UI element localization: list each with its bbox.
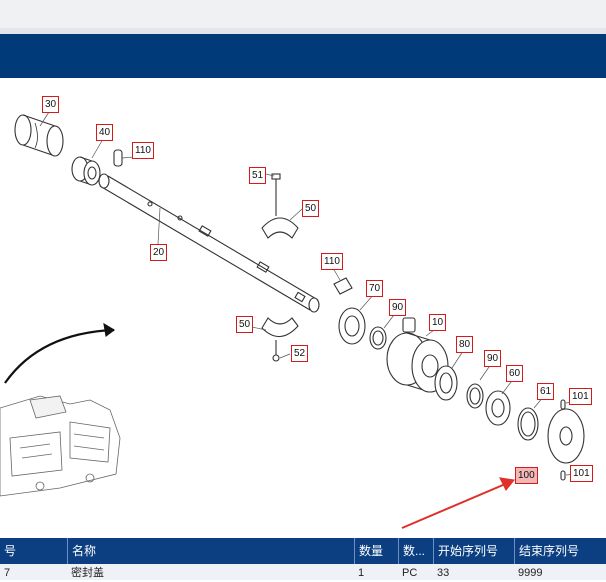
callout-90-a[interactable]: 90 (389, 299, 407, 316)
part-100-end-cap (547, 408, 585, 464)
header-name[interactable]: 名称 (67, 538, 354, 564)
part-40-bushing (71, 156, 101, 186)
table-row[interactable]: 7 密封盖 1 PC 33 9999 (0, 564, 606, 580)
part-80-bearing (434, 365, 458, 401)
part-60-lock-nut (485, 390, 511, 426)
cell-name: 密封盖 (71, 567, 104, 579)
page-header-bar (0, 34, 606, 78)
callout-110-top[interactable]: 110 (132, 142, 154, 159)
callout-51[interactable]: 51 (249, 167, 267, 184)
cell-item-number: 7 (4, 567, 11, 579)
part-110-pin-top (113, 149, 123, 167)
machine-sketch (0, 395, 121, 497)
cell-unit: PC (402, 567, 418, 579)
part-30-sleeve (14, 114, 64, 157)
parts-table-header: 号 名称 数量 数... 开始序列号 结束序列号 (0, 538, 606, 564)
header-start-serial[interactable]: 开始序列号 (433, 538, 514, 564)
parts-drawing (0, 111, 585, 529)
callout-60[interactable]: 60 (506, 365, 524, 382)
callout-50-lower[interactable]: 50 (236, 316, 254, 333)
part-50-lower-clamp (261, 317, 299, 338)
callout-30[interactable]: 30 (42, 96, 60, 113)
header-unit[interactable]: 数... (398, 538, 433, 564)
callout-110-middle[interactable]: 110 (321, 253, 343, 270)
header-item-number[interactable]: 号 (4, 544, 17, 558)
callout-101-top[interactable]: 101 (569, 388, 592, 405)
callout-90-b[interactable]: 90 (484, 350, 502, 367)
callout-20[interactable]: 20 (150, 244, 168, 261)
callout-52[interactable]: 52 (291, 345, 309, 362)
top-bar (0, 0, 606, 28)
top-divider (0, 28, 606, 34)
callout-50-upper[interactable]: 50 (302, 200, 320, 217)
callout-101-bottom[interactable]: 101 (570, 465, 593, 482)
exploded-parts-diagram: 30 40 110 20 51 50 110 70 90 10 50 52 80… (0, 78, 606, 538)
callout-70[interactable]: 70 (366, 280, 384, 297)
cell-start-serial: 33 (437, 567, 450, 579)
cell-end-serial: 9999 (518, 567, 543, 579)
header-end-serial[interactable]: 结束序列号 (514, 538, 606, 564)
part-61-washer (517, 407, 539, 441)
callout-61[interactable]: 61 (537, 383, 555, 400)
part-51-bolt (271, 173, 281, 216)
part-90-ring-a (369, 326, 387, 350)
part-101-screws (560, 399, 566, 481)
cell-quantity: 1 (358, 567, 365, 579)
callout-10[interactable]: 10 (429, 314, 447, 331)
part-20-shaft (98, 173, 320, 313)
part-90-ring-b (466, 383, 484, 409)
header-quantity[interactable]: 数量 (354, 538, 399, 564)
callout-40[interactable]: 40 (96, 124, 114, 141)
part-52-nut (272, 340, 280, 362)
callout-80[interactable]: 80 (456, 336, 474, 353)
part-110-pin-middle (333, 277, 353, 295)
part-70-seal (338, 307, 366, 345)
callout-100[interactable]: 100 (515, 467, 538, 484)
part-50-upper-clamp (261, 217, 299, 239)
